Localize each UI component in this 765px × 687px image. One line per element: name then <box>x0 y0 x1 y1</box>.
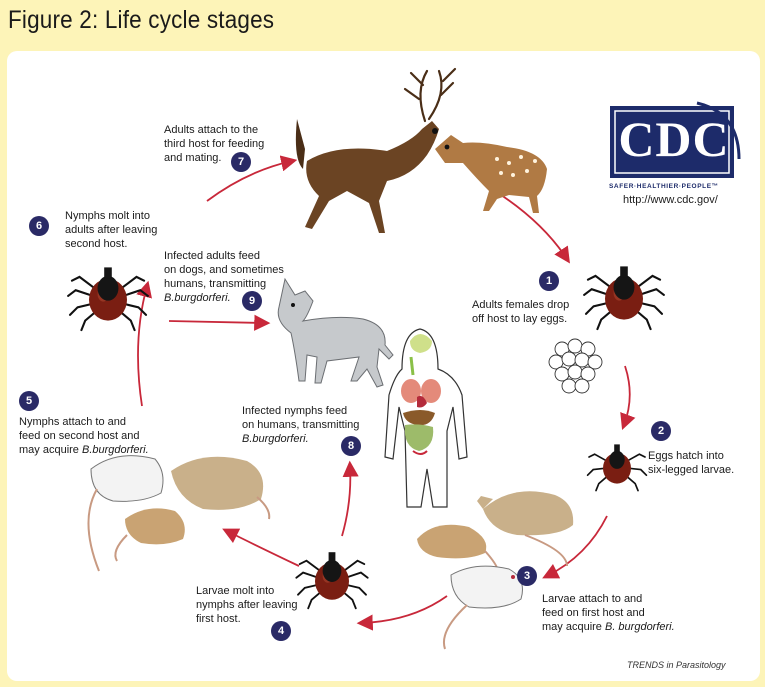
stage-badge-2: 2 <box>651 421 671 441</box>
cdc-logo-text: CDC <box>618 111 730 167</box>
dog-illustration <box>277 277 394 388</box>
life-cycle-artwork <box>67 67 741 650</box>
rodents-stage-5 <box>87 455 271 572</box>
arrow-6-to-9 <box>168 314 271 331</box>
arrow-1-to-2 <box>620 365 636 431</box>
stage-badge-6: 6 <box>29 216 49 236</box>
figure-title: Figure 2: Life cycle stages <box>8 6 275 34</box>
stage-badge-8: 8 <box>341 436 361 456</box>
fawn-illustration <box>435 135 547 213</box>
arrow-3-to-4 <box>356 595 448 631</box>
nymph-tick-stage-4 <box>295 551 369 610</box>
arrow-6-to-7 <box>206 155 298 202</box>
cdc-logo: CDC <box>607 99 741 181</box>
stage-badge-5: 5 <box>19 391 39 411</box>
arrow-4-to-5 <box>222 528 300 567</box>
stage-badge-3: 3 <box>517 566 537 586</box>
egg-cluster <box>548 338 603 394</box>
cdc-tagline: SAFER·HEALTHIER·PEOPLE™ <box>609 183 719 190</box>
adult-tick-stage-6 <box>67 266 149 332</box>
stage-badge-9: 9 <box>242 291 262 311</box>
cycle-arrows <box>136 155 636 631</box>
deer-buck-illustration <box>295 67 457 233</box>
figure-credit: TRENDS in Parasitology <box>627 660 726 670</box>
stage-badge-7: 7 <box>231 152 251 172</box>
arrow-4-to-8 <box>341 460 359 537</box>
stage-badge-4: 4 <box>271 621 291 641</box>
cdc-logo-graphic <box>610 101 741 178</box>
arrow-5-to-6 <box>136 280 152 407</box>
cdc-url: http://www.cdc.gov/ <box>623 194 718 206</box>
stage-badge-1: 1 <box>539 271 559 291</box>
human-anatomy-illustration <box>384 328 468 508</box>
rodents-stage-3 <box>417 491 574 650</box>
larva-tick-stage-2 <box>586 444 648 492</box>
adult-tick-stage-1 <box>583 265 665 331</box>
arrow-2-to-3 <box>542 515 608 579</box>
arrow-7-to-1 <box>494 190 570 264</box>
